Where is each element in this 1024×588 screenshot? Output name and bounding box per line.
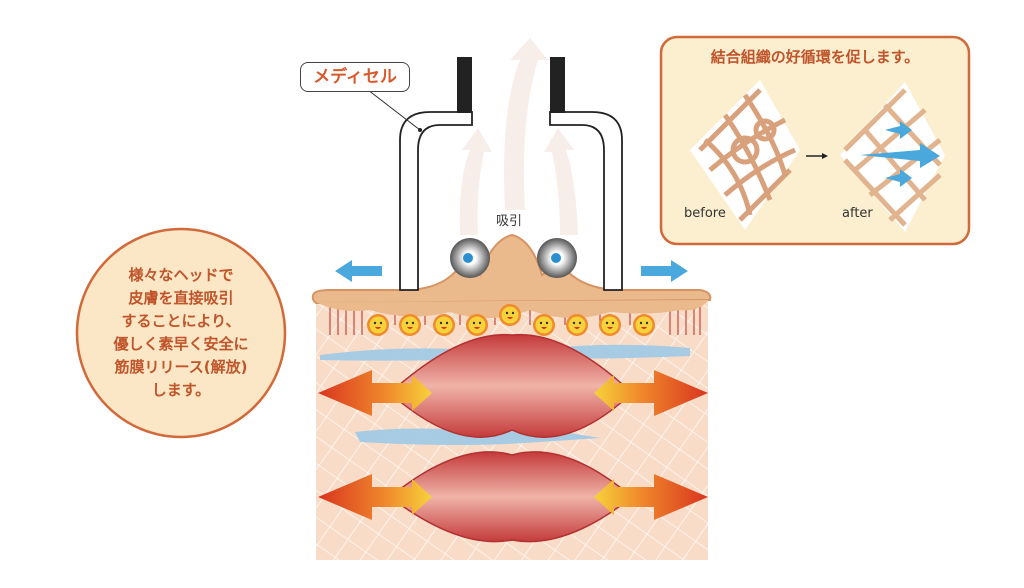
tissue-before-image xyxy=(690,80,800,230)
cell-icon xyxy=(599,314,621,336)
circle-line: します。 xyxy=(151,381,211,399)
before-label: before xyxy=(684,206,726,221)
spread-arrows xyxy=(335,260,688,282)
tissue-after-image xyxy=(840,82,945,232)
info-circle xyxy=(75,227,287,439)
cell-icon xyxy=(367,314,389,336)
cell-icon xyxy=(533,314,555,336)
circle-line: 筋膜リリース(解放) xyxy=(114,358,248,376)
suction-arrows xyxy=(459,38,578,235)
suction-label: 吸引 xyxy=(496,214,523,229)
circle-line: 皮膚を直接吸引 xyxy=(128,289,234,307)
medicell-label: メディセル xyxy=(300,62,410,92)
rollers xyxy=(450,238,577,278)
after-label: after xyxy=(842,206,873,221)
cell-icon xyxy=(633,314,655,336)
circle-text: 様々なヘッドで 皮膚を直接吸引 することにより、 優しく素早く安全に 筋膜リリー… xyxy=(78,230,284,436)
cell-icon xyxy=(433,314,455,336)
medicell-cup xyxy=(399,57,623,291)
circle-line: することにより、 xyxy=(121,312,241,330)
cell-icon xyxy=(466,314,488,336)
skin-surface xyxy=(311,233,712,305)
stretch-arrows xyxy=(318,370,708,520)
cell-icon xyxy=(499,304,521,326)
cell-icon xyxy=(566,314,588,336)
label-leader-line xyxy=(367,89,421,131)
cells xyxy=(367,304,655,336)
box-title: 結合組織の好循環を促します。 xyxy=(710,48,920,66)
circle-line: 様々なヘッドで xyxy=(128,266,234,284)
circle-line: 優しく素早く安全に xyxy=(113,335,249,353)
cell-icon xyxy=(399,314,421,336)
arrow-icon xyxy=(806,153,828,159)
